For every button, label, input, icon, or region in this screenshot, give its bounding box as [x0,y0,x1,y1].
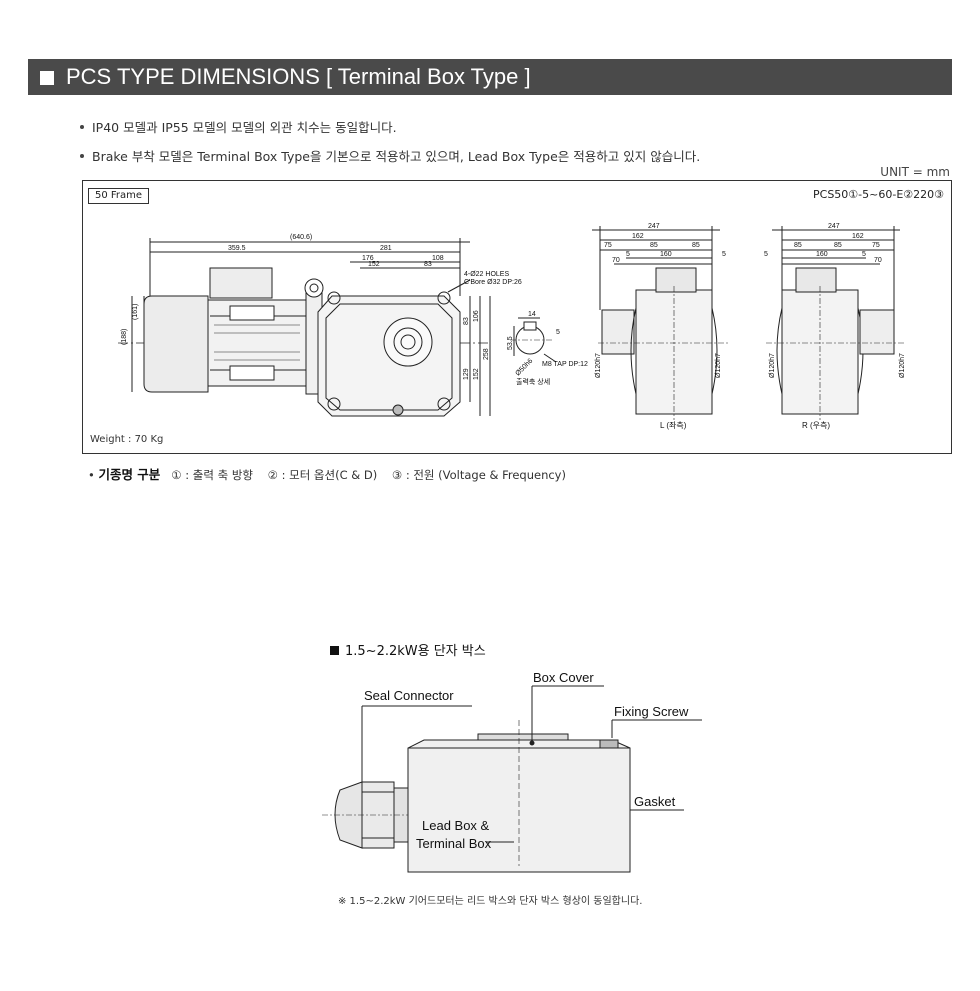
dim-r5b: 5 [862,251,866,258]
dim-l70: 70 [612,257,620,264]
dim-l85b: 85 [692,242,700,249]
dim-83: 83 [424,261,432,268]
dim-l160: 160 [660,251,672,258]
dim-tap: M8 TAP DP:12 [542,361,588,368]
unit-label: UNIT = mm [880,165,950,179]
dim-h83: 83 [463,317,470,325]
dim-holes: 4-Ø22 HOLES [464,271,509,278]
dim-key14: 14 [528,311,536,318]
label-terminal-box: Terminal Box [416,836,492,851]
dim-r160: 160 [816,251,828,258]
weight-label: Weight : 70 Kg [90,434,164,445]
square-bullet-icon [40,71,54,85]
terminal-box-section-title: 1.5~2.2kW용 단자 박스 [330,640,486,659]
legend-title: 기종명 구분 [98,467,161,482]
legend-item: ① : 출력 축 방향 [171,468,253,482]
right-view-label: R (우측) [802,421,830,430]
section-header: PCS TYPE DIMENSIONS [ Terminal Box Type … [28,59,952,95]
dim-r162: 162 [852,233,864,240]
dim-r-bore-b: Ø120h7 [899,353,906,378]
detail-label: 출력축 상세 [516,377,550,386]
dim-r75: 75 [872,242,880,249]
dim-h161: (161) [132,304,139,320]
left-view-label: L (좌측) [660,421,687,430]
dim-h152: 152 [473,368,480,380]
footnote: ※ 1.5~2.2kW 기어드모터는 리드 박스와 단자 박스 형상이 동일합니… [338,896,643,907]
dim-gear: 281 [380,245,392,252]
dim-overall: (640.6) [290,234,312,241]
dim-l-bore-a: Ø120h7 [595,353,602,378]
dim-l162: 162 [632,233,644,240]
dim-l85a: 85 [650,242,658,249]
dim-r85b: 85 [834,242,842,249]
note-item: IP40 모델과 IP55 모델의 모델의 외관 치수는 동일합니다. [80,117,397,136]
model-legend: • 기종명 구분 ① : 출력 축 방향 ② : 모터 옵션(C & D) ③ … [88,464,566,483]
legend-item: ② : 모터 옵션(C & D) [267,468,378,482]
note-item: Brake 부착 모델은 Terminal Box Type을 기본으로 적용하… [80,146,700,165]
dim-108: 108 [432,255,444,262]
frame-tag: 50 Frame [88,188,150,204]
label-lead-box: Lead Box & [422,818,490,833]
dim-h106: 106 [473,310,480,322]
label-box-cover: Box Cover [533,670,594,685]
dim-h188: (188) [121,329,128,345]
dim-l5a: 5 [626,251,630,258]
dim-r5a: 5 [764,251,768,258]
dim-cbore: C'Bore Ø32 DP:26 [464,279,522,286]
dim-r-bore-a: Ø120h7 [769,353,776,378]
dim-key53: 53.5 [507,336,514,350]
section-title: PCS TYPE DIMENSIONS [ Terminal Box Type … [66,64,531,89]
label-gasket: Gasket [634,794,676,809]
legend-item: ③ : 전원 (Voltage & Frequency) [391,468,566,482]
square-bullet-icon [330,646,339,655]
label-fixing-screw: Fixing Screw [614,704,689,719]
dim-key5: 5 [556,329,560,336]
dim-l-bore-b: Ø120h7 [715,353,722,378]
dim-r85a: 85 [794,242,802,249]
bullet-icon [80,154,84,158]
dim-h129: 129 [463,368,470,380]
model-code: PCS50①-5~60-E②220③ [813,188,944,201]
dim-motor: 359.5 [228,245,246,252]
label-seal-connector: Seal Connector [364,688,454,703]
dim-shaft: Ø50h6 [514,358,534,378]
dim-r70: 70 [874,257,882,264]
dim-h258: 258 [483,348,490,360]
bullet-icon [80,125,84,129]
dim-176: 176 [362,255,374,262]
bullet-icon: • [88,468,95,482]
dim-r247: 247 [828,223,840,230]
drawing-frame [82,180,952,454]
dim-l5b: 5 [722,251,726,258]
dim-l247: 247 [648,223,660,230]
dim-l75: 75 [604,242,612,249]
dim-152: 152 [368,261,380,268]
